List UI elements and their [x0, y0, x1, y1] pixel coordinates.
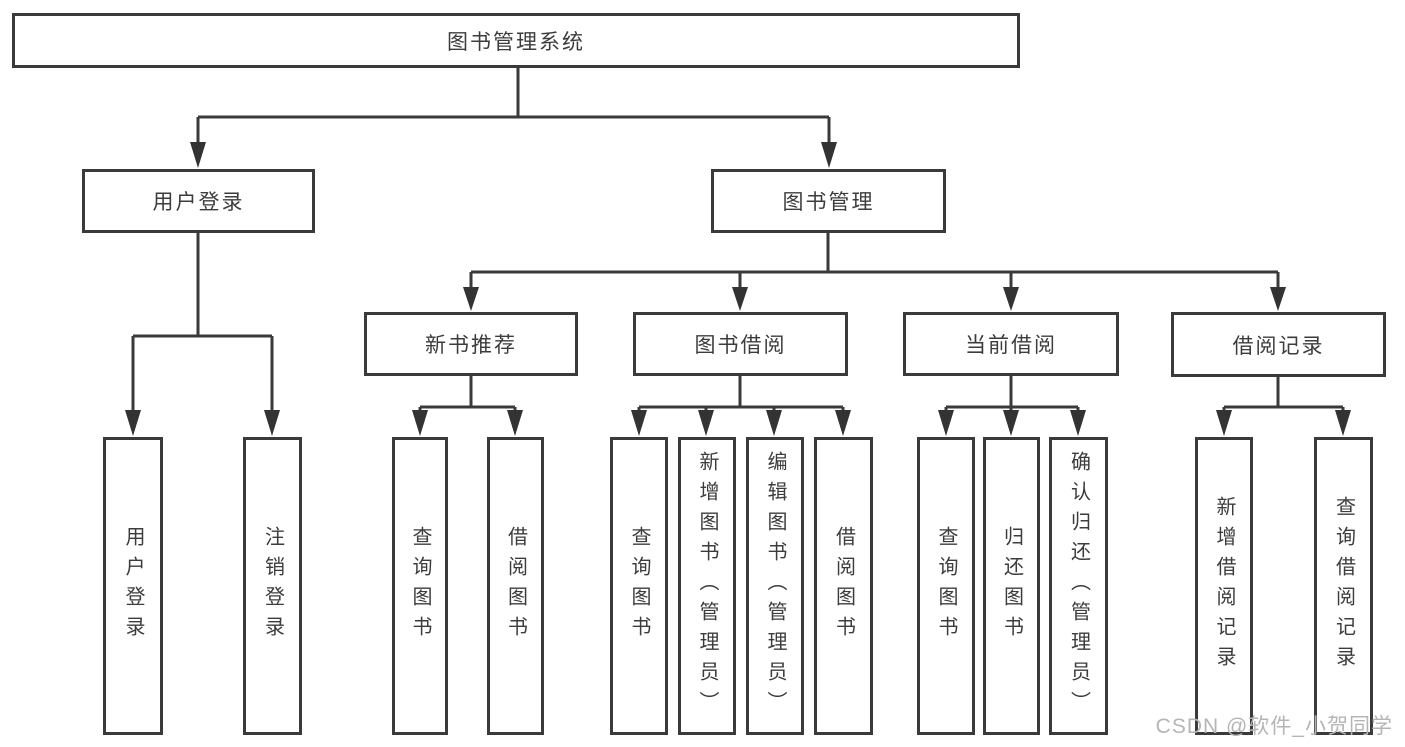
- arrowhead: [1335, 410, 1351, 436]
- leaf-edit-books-admin-label: 编辑图书（管理员）: [764, 451, 786, 721]
- arrowhead: [938, 410, 954, 436]
- arrowhead: [412, 410, 428, 436]
- node-current-borrowing-label: 当前借阅: [965, 334, 1057, 357]
- node-root-label: 图书管理系统: [447, 30, 585, 54]
- node-book-management: 图书管理: [711, 169, 946, 233]
- leaf-edit-books-admin: 编辑图书（管理员）: [746, 437, 804, 735]
- csdn-watermark: CSDN @软件_小贺同学: [1155, 715, 1393, 738]
- leaf-query-borrow-record-label: 查询借阅记录: [1332, 496, 1355, 676]
- leaf-return-books: 归还图书: [983, 437, 1040, 735]
- arrowhead: [835, 410, 851, 436]
- leaf-logout-label: 注销登录: [261, 526, 284, 646]
- node-book-management-label: 图书管理: [782, 191, 875, 214]
- leaf-query-books-2-label: 查询图书: [628, 526, 650, 646]
- node-root: 图书管理系统: [12, 13, 1020, 68]
- arrowhead: [766, 410, 782, 436]
- arrowhead: [190, 142, 206, 168]
- leaf-add-books-admin: 新增图书（管理员）: [678, 437, 736, 735]
- leaf-add-borrow-record: 新增借阅记录: [1195, 437, 1253, 735]
- connector-book-borrowing: [637, 376, 845, 413]
- connector-borrowing-records: [1222, 376, 1345, 413]
- arrowhead: [631, 410, 647, 436]
- node-borrowing-records-label: 借阅记录: [1232, 334, 1325, 358]
- arrowhead: [125, 410, 141, 436]
- arrowhead: [1070, 410, 1086, 436]
- node-new-book-recommendation: 新书推荐: [364, 312, 578, 376]
- arrowhead: [1003, 410, 1019, 436]
- arrowhead: [821, 142, 837, 168]
- arrowhead: [1003, 287, 1019, 311]
- leaf-borrow-books-1: 借阅图书: [487, 437, 544, 735]
- leaf-confirm-return-admin: 确认归还（管理员）: [1049, 437, 1108, 735]
- leaf-query-books-2: 查询图书: [610, 437, 668, 735]
- arrowhead: [507, 410, 523, 436]
- arrowhead: [698, 410, 714, 436]
- leaf-add-books-admin-label: 新增图书（管理员）: [696, 451, 718, 721]
- arrowhead: [1216, 410, 1232, 436]
- leaf-query-books-1-label: 查询图书: [409, 526, 431, 646]
- connector-book-management: [469, 233, 1280, 289]
- leaf-query-books-3: 查询图书: [917, 437, 975, 735]
- leaf-logout: 注销登录: [243, 437, 302, 735]
- leaf-confirm-return-admin-label: 确认归还（管理员）: [1067, 451, 1090, 721]
- node-user-login: 用户登录: [82, 169, 315, 233]
- leaf-borrow-books-2-label: 借阅图书: [832, 526, 855, 646]
- connector-user-login: [131, 233, 274, 412]
- leaf-query-books-3-label: 查询图书: [935, 526, 957, 646]
- leaf-add-borrow-record-label: 新增借阅记录: [1213, 496, 1235, 676]
- connector-current-borrowing: [944, 376, 1080, 413]
- node-user-login-label: 用户登录: [152, 191, 245, 214]
- arrowhead: [463, 287, 479, 311]
- leaf-query-books-1: 查询图书: [392, 437, 448, 735]
- node-current-borrowing: 当前借阅: [903, 312, 1119, 376]
- leaf-borrow-books-1-label: 借阅图书: [504, 526, 527, 646]
- node-book-borrowing-label: 图书借阅: [694, 334, 787, 357]
- arrowhead: [1270, 287, 1286, 311]
- leaf-user-login: 用户登录: [103, 437, 163, 735]
- node-book-borrowing: 图书借阅: [633, 312, 848, 376]
- leaf-borrow-books-2: 借阅图书: [814, 437, 873, 735]
- leaf-query-borrow-record: 查询借阅记录: [1314, 437, 1373, 735]
- node-new-book-recommendation-label: 新书推荐: [425, 334, 517, 357]
- arrowhead: [264, 410, 280, 436]
- arrowhead: [732, 287, 748, 311]
- connector-new-book: [418, 376, 517, 413]
- node-borrowing-records: 借阅记录: [1171, 312, 1386, 377]
- connector-root: [196, 68, 831, 144]
- leaf-user-login-label: 用户登录: [122, 526, 144, 646]
- leaf-return-books-label: 归还图书: [1000, 526, 1023, 646]
